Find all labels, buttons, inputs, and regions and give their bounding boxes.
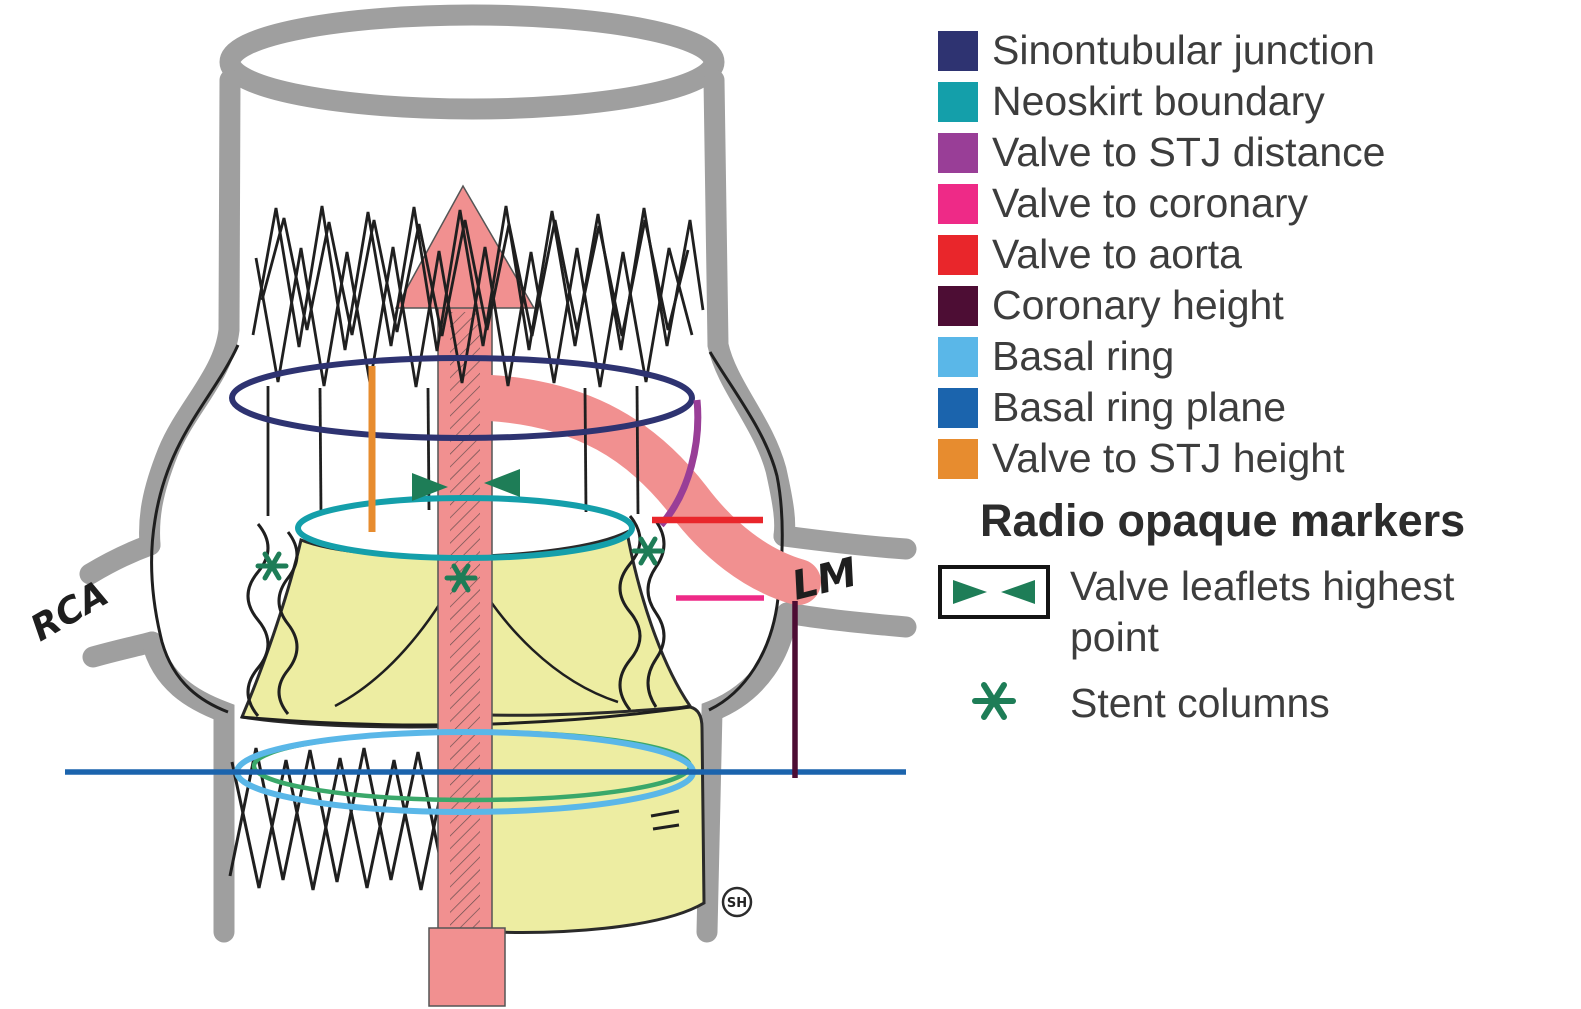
anatomy-figure: RCA LM SH <box>24 4 917 1007</box>
legend-label: Valve leaflets highest point <box>1070 563 1455 661</box>
legend-label: Basal ring <box>992 333 1175 379</box>
aortic-root-diagram: RCA LM SH <box>24 4 917 1007</box>
svg-text:SH: SH <box>727 896 747 911</box>
legend-section-title: Radio opaque markers <box>980 495 1466 546</box>
neoskirt-boundary-ring <box>295 495 635 561</box>
legend-swatch <box>938 132 978 173</box>
aorta-outline <box>79 4 917 943</box>
legend-item: Valve to STJ height <box>938 438 1578 479</box>
legend-item: Valve to coronary <box>938 183 1578 224</box>
legend-swatch <box>938 81 978 122</box>
legend-swatch <box>938 183 978 224</box>
aorta-inner-sketch <box>149 344 784 714</box>
sinotubular-junction-ring <box>229 355 695 441</box>
legend: Sinontubular junction Neoskirt boundary … <box>938 30 1578 729</box>
legend-item: Valve to aorta <box>938 234 1578 275</box>
legend-item: Valve leaflets highest point <box>938 561 1578 664</box>
asterisk-icon <box>972 681 1016 720</box>
flow-arrow <box>394 184 821 1007</box>
legend-swatch <box>938 30 978 71</box>
legend-swatch <box>938 285 978 326</box>
legend-label: Sinontubular junction <box>992 27 1375 73</box>
stent-mesh-bottom <box>228 747 680 891</box>
stent-column-icon <box>938 678 1050 724</box>
legend-label: Valve to aorta <box>992 231 1242 277</box>
legend-label: Neoskirt boundary <box>992 78 1325 124</box>
legend-item: Basal ring <box>938 336 1578 377</box>
legend-label: Stent columns <box>1070 679 1330 726</box>
legend-item: Valve to STJ distance <box>938 132 1578 173</box>
leaflet-triangles-icon <box>953 580 1035 604</box>
legend-swatch <box>938 387 978 428</box>
valve-to-stj-distance-line <box>658 399 702 528</box>
legend-item: Basal ring plane <box>938 387 1578 428</box>
legend-swatch <box>938 234 978 275</box>
leaflet-marker-icon <box>938 565 1050 619</box>
artist-signature: SH <box>721 886 753 918</box>
stent-column-asterisks <box>255 536 665 593</box>
legend-item: Coronary height <box>938 285 1578 326</box>
legend-swatch <box>938 438 978 479</box>
legend-item: Neoskirt boundary <box>938 81 1578 122</box>
legend-swatch <box>938 336 978 377</box>
legend-item: Sinontubular junction <box>938 30 1578 71</box>
rca-label: RCA <box>24 573 116 650</box>
leaflet-highest-point-markers <box>412 469 520 501</box>
legend-label: Valve to coronary <box>992 180 1309 226</box>
legend-label: Basal ring plane <box>992 384 1287 430</box>
legend-label: Valve to STJ height <box>992 435 1345 481</box>
legend-item: Stent columns <box>938 678 1578 729</box>
legend-label: Valve to STJ distance <box>992 129 1386 175</box>
coronary-flow-branch <box>467 375 821 605</box>
legend-label: Coronary height <box>992 282 1284 328</box>
